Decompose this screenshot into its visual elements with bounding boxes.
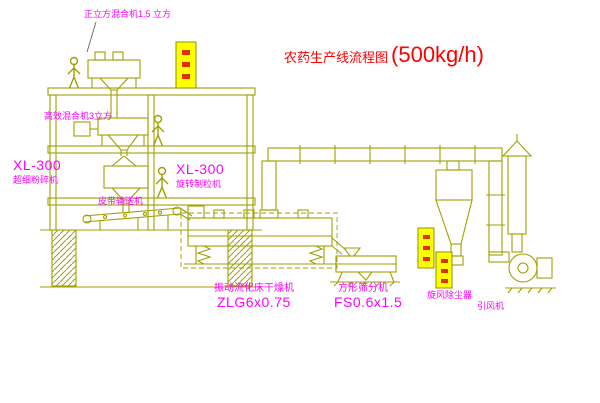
label-mill-model: XL-300 xyxy=(13,157,62,173)
label-dryer-name: 振动流化床干燥机 xyxy=(214,283,294,294)
worker-figure xyxy=(67,56,81,89)
leader-line xyxy=(86,21,97,53)
granulator-drawing xyxy=(103,150,149,212)
sieve-drawing xyxy=(330,247,400,287)
label-dryer-model: ZLG6x0.75 xyxy=(217,294,291,310)
title-text: 农药生产线流程图 xyxy=(284,50,389,65)
label-belt-conveyor: 皮带输送机 xyxy=(98,196,144,206)
cube-mixer-drawing xyxy=(87,51,141,118)
label-sieve-model: FS0.6x1.5 xyxy=(334,294,403,310)
high-eff-mixer-drawing xyxy=(73,117,149,151)
control-panel xyxy=(175,41,197,89)
worker-figure xyxy=(155,166,169,199)
cyclone-drawing xyxy=(435,169,473,266)
label-sieve-name: 方形筛分机 xyxy=(338,283,388,294)
control-panel xyxy=(435,251,453,289)
duct-line-drawing xyxy=(267,145,510,263)
belt-conveyor-drawing xyxy=(82,206,193,230)
building-structure xyxy=(40,87,262,288)
label-granulator-name: 旋转制粒机 xyxy=(176,179,222,189)
control-panel xyxy=(417,227,435,269)
title-capacity: (500kg/h) xyxy=(391,42,484,67)
label-mill-name: 超细粉碎机 xyxy=(13,175,59,185)
label-cyclone-name: 旋风除尘器 xyxy=(427,290,473,300)
label-cube-mixer: 正立方混合机1.5 立方 xyxy=(84,9,172,19)
label-granulator-model: XL-300 xyxy=(176,161,225,177)
label-high-eff-mixer: 高效混合机3立方 xyxy=(44,111,113,121)
exhaust-stack-drawing xyxy=(501,134,533,253)
fluid-bed-dryer-drawing xyxy=(180,160,347,269)
diagram-title: 农药生产线流程图 (500kg/h) xyxy=(284,42,484,68)
label-fan-name: 引风机 xyxy=(477,301,505,311)
fan-drawing xyxy=(505,253,556,294)
